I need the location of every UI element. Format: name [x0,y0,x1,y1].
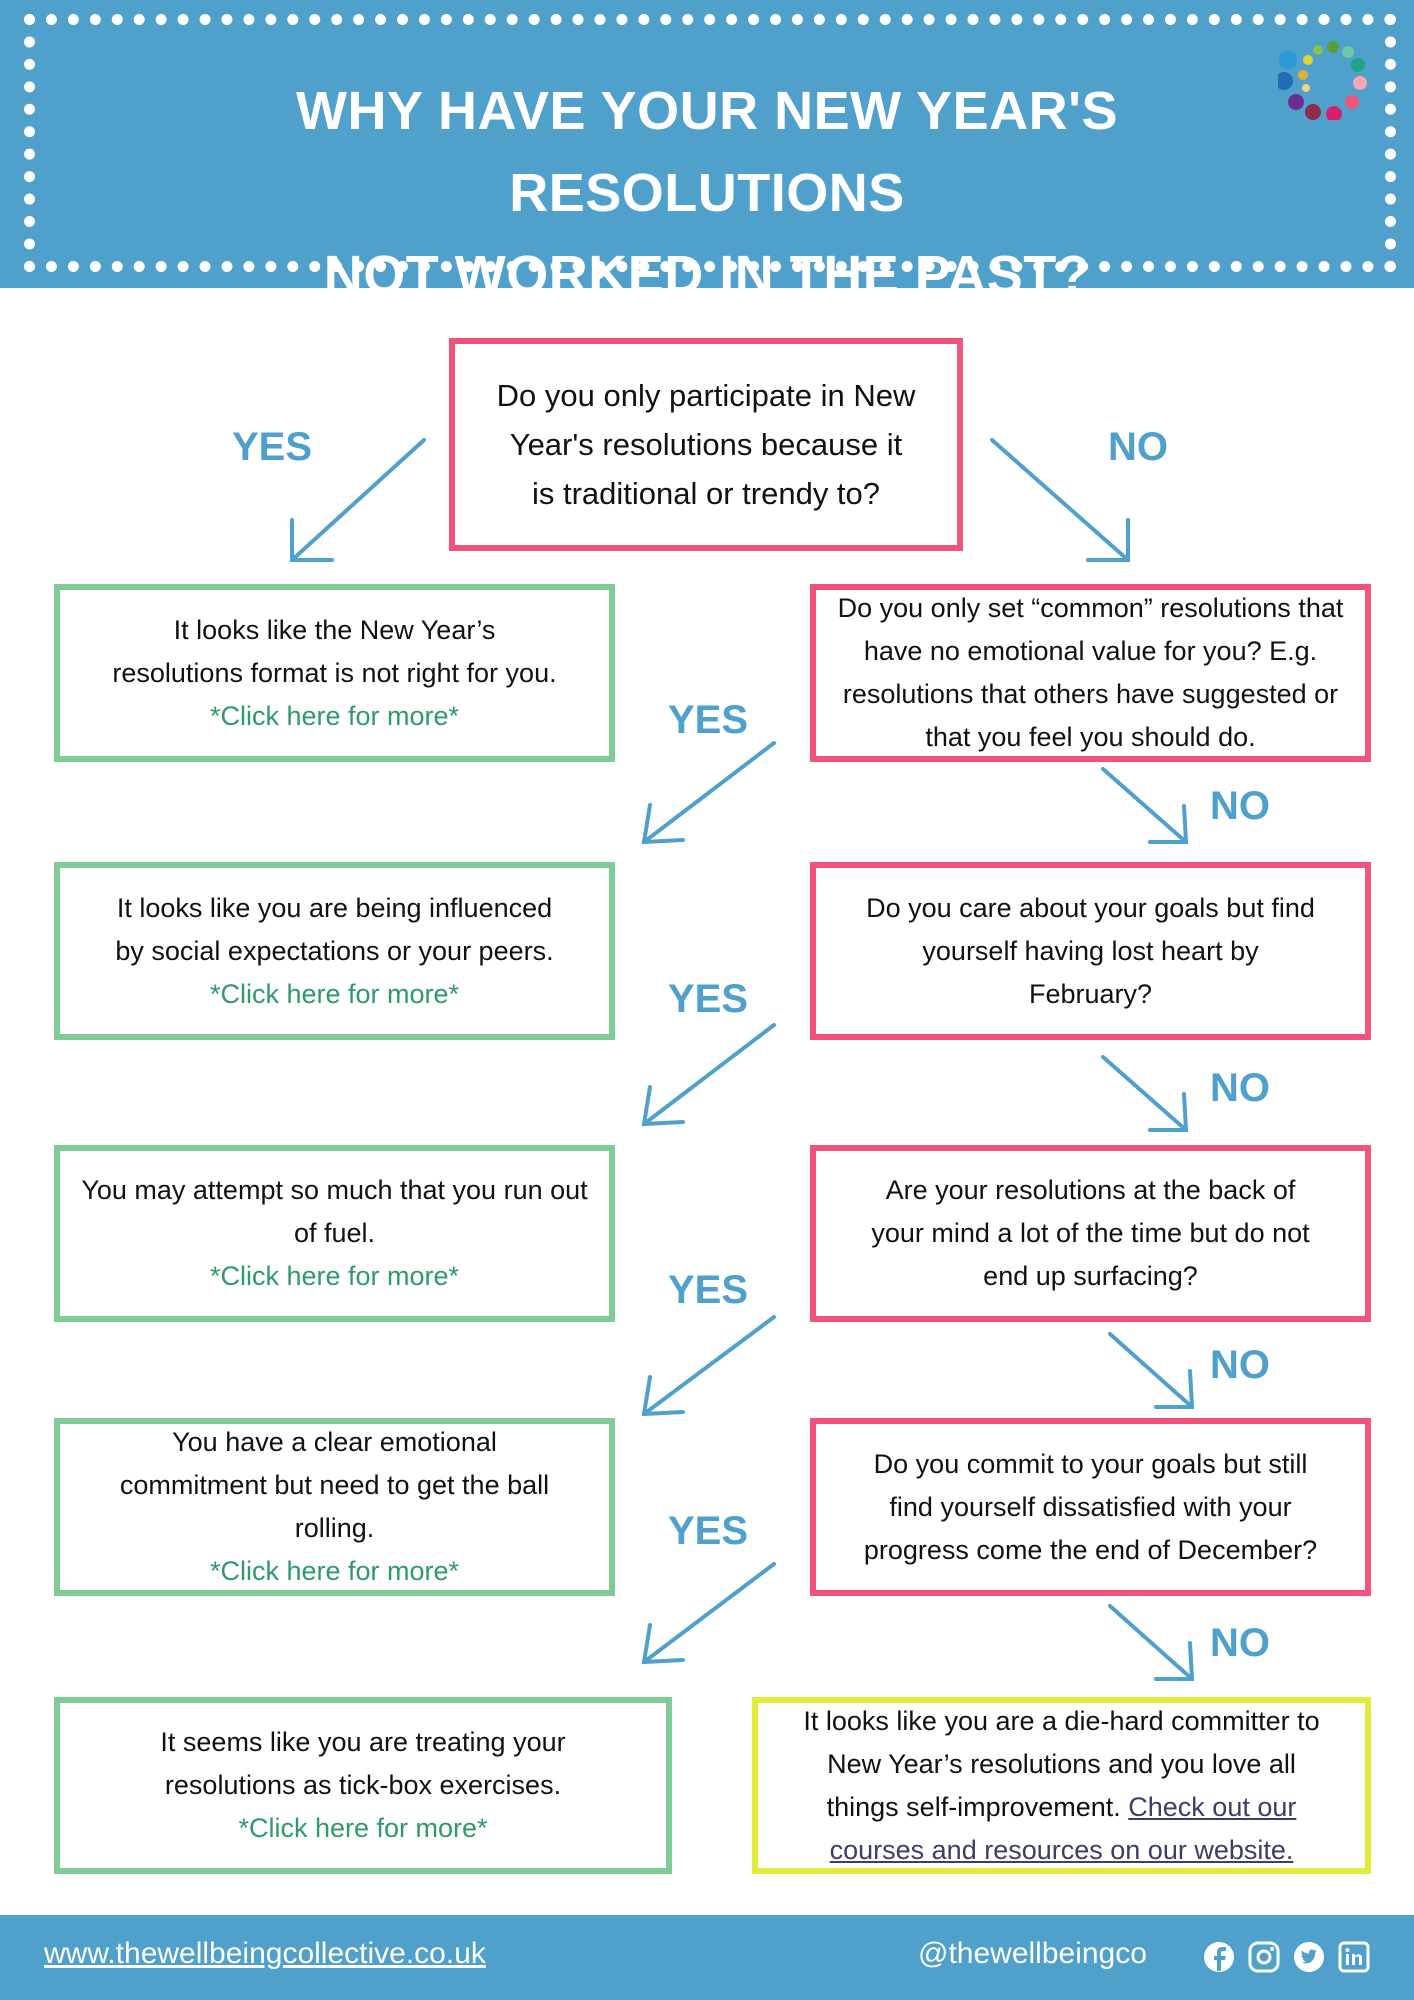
outcome-text: It looks like you are being influenced b… [115,892,554,966]
final-outcome-box: It looks like you are a die-hard committ… [752,1697,1371,1874]
outcome-box-4: You have a clear emotional commitment bu… [54,1418,615,1596]
no-label: NO [1210,784,1270,828]
social-handle: @thewellbeingco [918,1937,1147,1970]
outcome-box-2: It looks like you are being influenced b… [54,862,615,1040]
question-text: Are your resolutions at the back of your… [871,1175,1310,1291]
question-box-5: Do you commit to your goals but still fi… [810,1418,1371,1596]
website-link[interactable]: www.thewellbeingcollective.co.uk [44,1937,486,1970]
header-banner: WHY HAVE YOUR NEW YEAR'S RESOLUTIONS NOT… [0,0,1414,305]
no-label: NO [1210,1621,1270,1665]
click-here-link[interactable]: *Click here for more* [209,978,460,1009]
arrow-yes-1 [290,438,426,562]
question-text: Do you commit to your goals but still fi… [863,1448,1318,1565]
no-label: NO [1210,1343,1270,1387]
arrow-yes-3 [641,1023,776,1127]
arrow-no-3 [1101,1055,1189,1132]
linkedin-icon[interactable] [1338,1941,1370,1973]
outcome-text: It looks like the New Year’s resolutions… [112,614,557,688]
no-label: NO [1108,425,1168,469]
final-text: It looks like you are a die-hard committ… [803,1705,1320,1822]
question-box-2: Do you only set “common” resolutions tha… [810,584,1371,762]
arrow-no-2 [1101,767,1189,844]
arrow-no-5 [1108,1604,1195,1681]
click-here-link[interactable]: *Click here for more* [209,1556,460,1586]
click-here-link[interactable]: *Click here for more* [238,1813,488,1843]
title-line-1: WHY HAVE YOUR NEW YEAR'S RESOLUTIONS [296,81,1118,223]
yes-label: YES [668,698,749,742]
arrow-no-1 [990,438,1130,562]
website-resources-link[interactable]: Check out our courses and resources on o… [829,1791,1297,1865]
question-text: Do you care about your goals but find yo… [866,892,1315,1009]
title-line-2: NOT WORKED IN THE PAST? [323,245,1091,305]
arrow-no-4 [1108,1332,1195,1409]
yes-label: YES [668,977,749,1021]
arrow-yes-5 [641,1562,776,1665]
page-title: WHY HAVE YOUR NEW YEAR'S RESOLUTIONS NOT… [100,70,1314,316]
click-here-link[interactable]: *Click here for more* [209,700,460,731]
click-here-link[interactable]: *Click here for more* [209,1261,460,1291]
dotted-border [24,14,1396,272]
question-text: Do you only set “common” resolutions tha… [837,593,1344,752]
arrow-yes-2 [641,741,776,845]
yes-label: YES [232,425,313,469]
outcome-box-1: It looks like the New Year’s resolutions… [54,584,615,762]
outcome-text: You may attempt so much that you run out… [81,1175,588,1248]
yes-label: YES [668,1509,749,1553]
question-box-3: Do you care about your goals but find yo… [810,862,1371,1040]
yes-label: YES [668,1268,749,1312]
twitter-icon[interactable] [1293,1941,1325,1973]
facebook-icon[interactable] [1203,1941,1235,1973]
footer: www.thewellbeingcollective.co.uk @thewel… [0,1915,1414,2000]
instagram-icon[interactable] [1248,1941,1280,1973]
question-box-4: Are your resolutions at the back of your… [810,1145,1371,1322]
flow-arrows [290,438,1195,1681]
arrow-yes-4 [641,1315,776,1417]
no-label: NO [1210,1066,1270,1110]
outcome-text: You have a clear emotional commitment bu… [119,1427,550,1543]
question-box-1: Do you only participate in New Year's re… [449,338,963,551]
wellbeing-collective-logo-icon [1278,41,1367,120]
question-text: Do you only participate in New Year's re… [496,378,916,511]
outcome-text: It seems like you are treating your reso… [160,1727,566,1800]
outcome-box-3: You may attempt so much that you run out… [54,1145,615,1322]
outcome-box-5: It seems like you are treating your reso… [54,1697,672,1874]
